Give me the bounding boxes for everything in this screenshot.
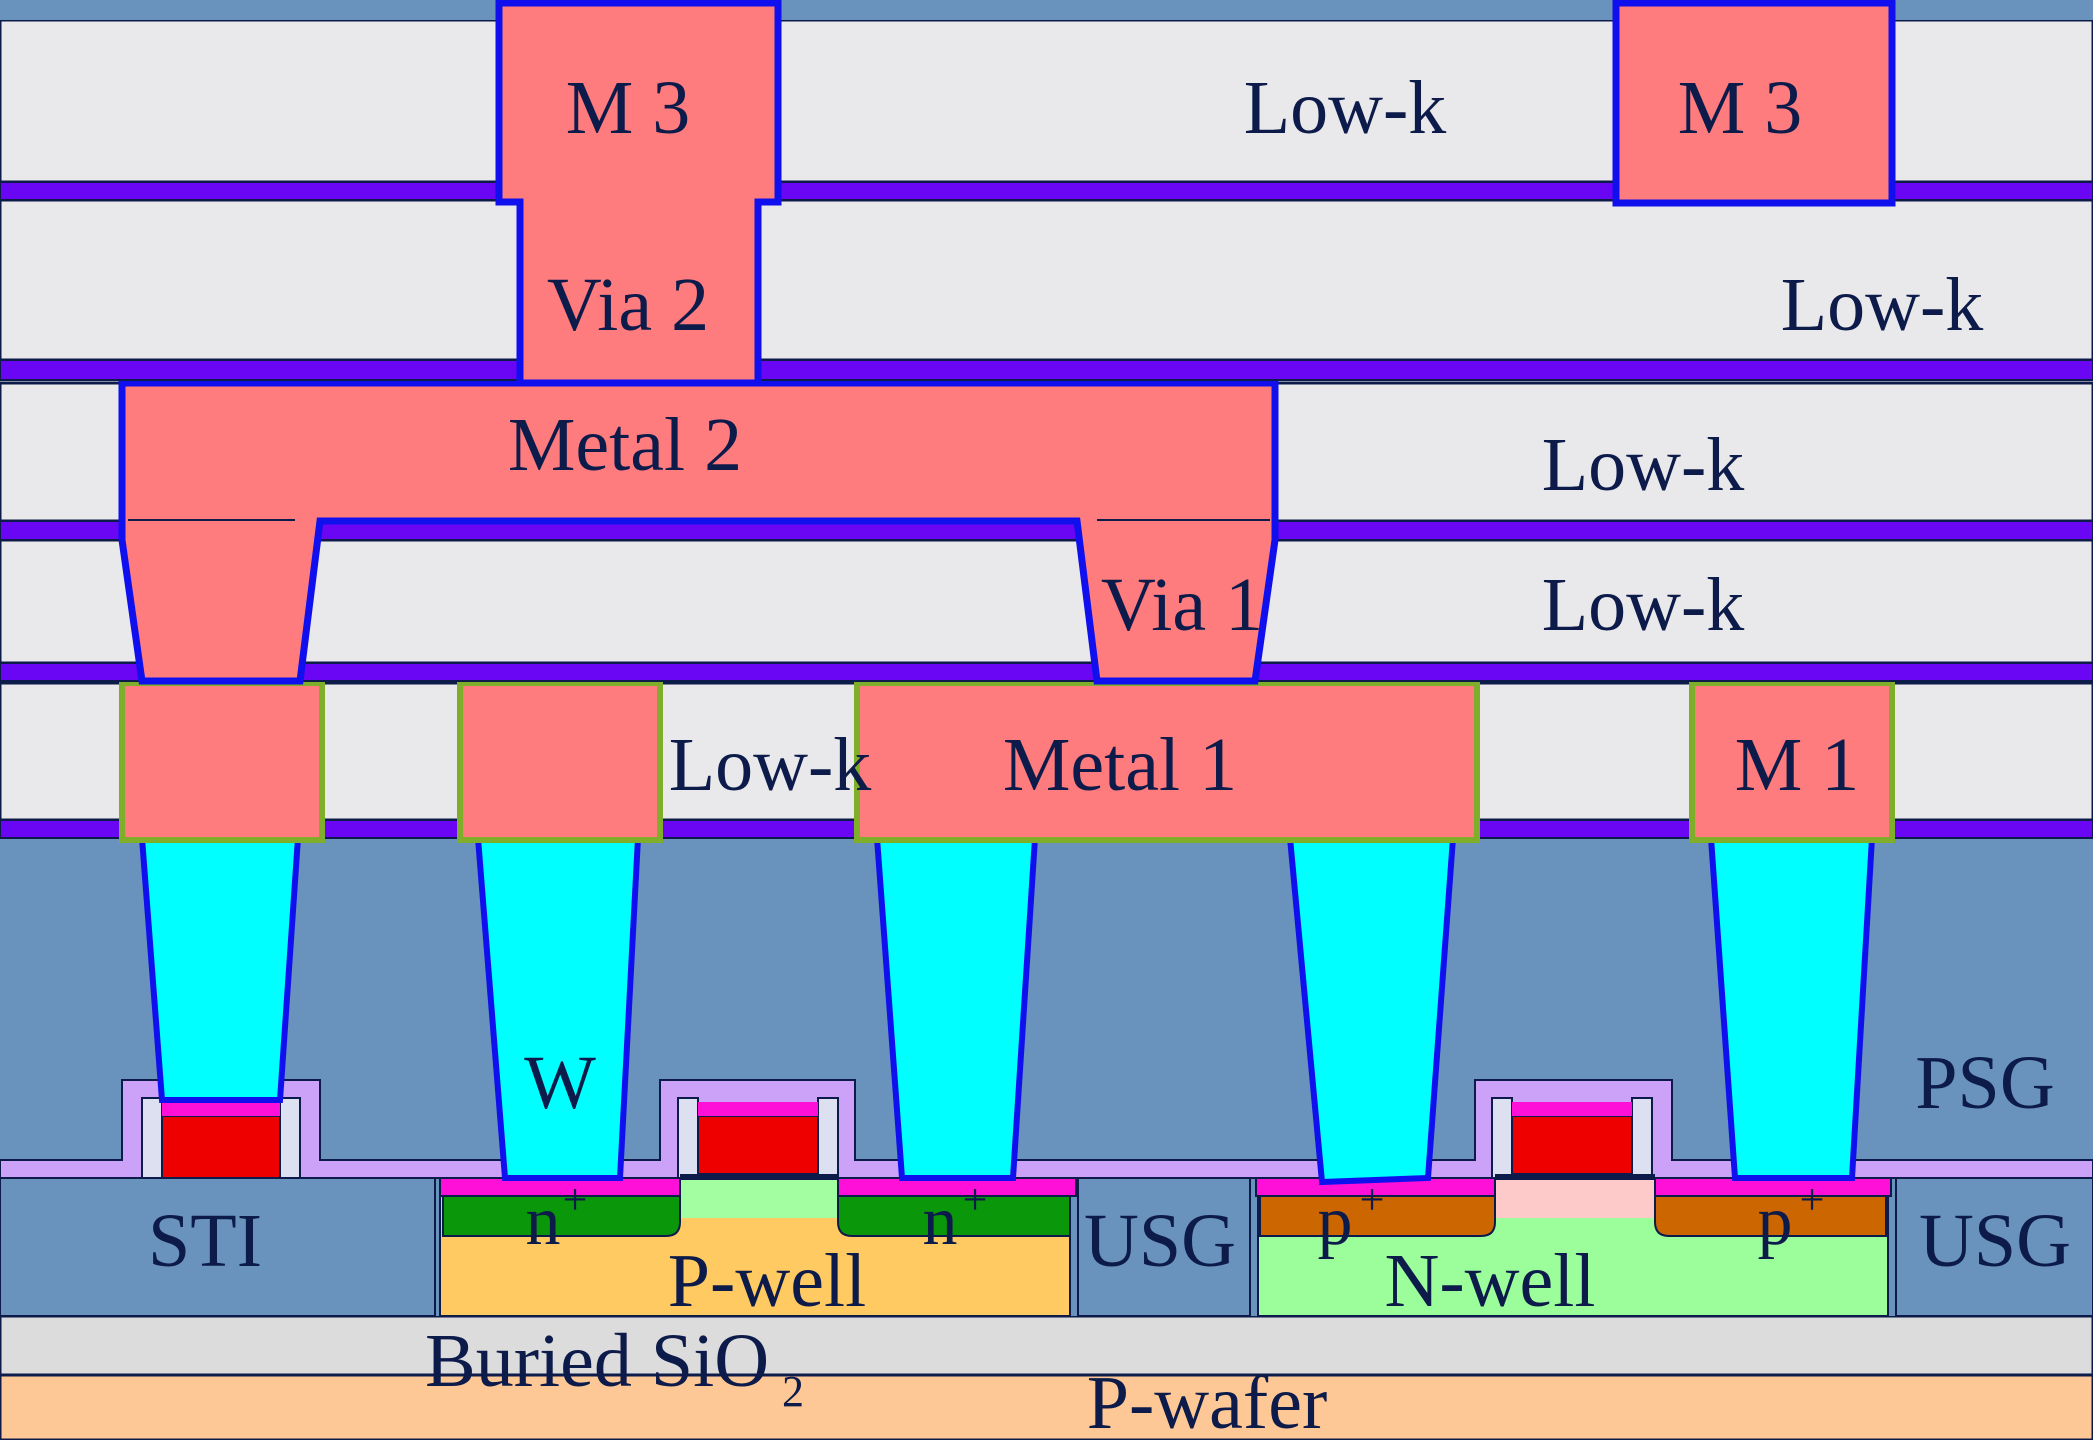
- usg-mid-region: [1077, 1175, 1251, 1317]
- lowk-via2-layer: [0, 198, 2093, 362]
- tungsten-plug-1: [138, 835, 302, 1103]
- pmos-gate-oxide: [1495, 1174, 1655, 1180]
- label-lowk-via2: Low-k: [1781, 263, 1984, 347]
- label-m1: M 1: [1735, 723, 1860, 807]
- label-buried-oxide-text: Buried SiO: [425, 1319, 769, 1403]
- label-psg: PSG: [1915, 1041, 2054, 1125]
- label-p-wafer: P-wafer: [1087, 1361, 1328, 1440]
- label-n-plus-right-text: n: [923, 1183, 958, 1260]
- label-n-plus-right: n +: [923, 1175, 988, 1260]
- m1-segment-4: [1689, 680, 1895, 843]
- label-lowk-m2: Low-k: [1542, 423, 1745, 507]
- label-buried-oxide: Buried SiO 2: [425, 1319, 804, 1416]
- label-lowk-via1: Low-k: [1542, 563, 1745, 647]
- label-m3-right: M 3: [1678, 66, 1803, 150]
- buried-oxide-layer: [0, 1314, 2093, 1377]
- sti-region: [0, 1175, 436, 1317]
- usg-right-region: [1895, 1175, 2093, 1317]
- label-p-plus-right: p +: [1758, 1175, 1825, 1260]
- label-buried-oxide-sub: 2: [782, 1367, 804, 1416]
- label-p-plus-left-sup: +: [1360, 1175, 1385, 1224]
- gate-sti-silicide: [162, 1102, 280, 1116]
- label-n-well: N-well: [1384, 1239, 1595, 1323]
- tungsten-plug-2: [474, 835, 642, 1181]
- label-p-plus-right-text: p: [1758, 1183, 1793, 1260]
- pmos-gate-silicide: [1512, 1102, 1632, 1116]
- metal1-segment: [854, 680, 1480, 843]
- label-p-plus-left: p +: [1318, 1175, 1385, 1260]
- barrier-via2-bottom: [0, 359, 2093, 381]
- m1-segment-1: [119, 680, 325, 843]
- label-p-plus-left-text: p: [1318, 1183, 1353, 1260]
- label-via2: Via 2: [547, 263, 709, 347]
- label-usg-mid: USG: [1084, 1199, 1236, 1283]
- label-n-plus-left-text: n: [526, 1183, 561, 1260]
- m1-segment-2: [457, 680, 663, 843]
- p-wafer-layer: [0, 1373, 2093, 1440]
- label-lowk-m1: Low-k: [669, 723, 872, 807]
- pmos-gate-sidewall-left: [1491, 1097, 1513, 1179]
- label-n-plus-right-sup: +: [963, 1175, 988, 1224]
- label-via1: Via 1: [1101, 563, 1263, 647]
- pmos-channel: [1495, 1180, 1655, 1218]
- nmos-gate-silicide: [698, 1102, 818, 1116]
- p-plus-left-diffusion: [1259, 1195, 1496, 1237]
- tungsten-plug-3: [873, 835, 1039, 1181]
- label-sti: STI: [148, 1199, 262, 1283]
- label-metal1: Metal 1: [1003, 723, 1237, 807]
- label-lowk-m3: Low-k: [1244, 66, 1447, 150]
- label-metal2: Metal 2: [508, 403, 742, 487]
- label-m3-left: M 3: [566, 66, 691, 150]
- n-plus-right-diffusion: [837, 1195, 1071, 1237]
- metal2-via1-structure: [118, 379, 1279, 685]
- nmos-gate-sidewall-right: [817, 1097, 839, 1179]
- gate-sti-poly: [161, 1115, 281, 1179]
- label-n-plus-left-sup: +: [563, 1175, 588, 1224]
- barrier-via1-bottom: [0, 662, 2093, 682]
- label-w: W: [524, 1041, 596, 1125]
- m3-right-segment: [1612, 0, 1896, 207]
- pmos-gate-sidewall-right: [1631, 1097, 1653, 1179]
- label-p-well: P-well: [668, 1239, 866, 1323]
- tungsten-plug-5: [1707, 835, 1876, 1181]
- pmos-gate-poly: [1511, 1115, 1633, 1175]
- gate-sti-sidewall-left: [141, 1097, 163, 1179]
- label-n-plus-left: n +: [526, 1175, 588, 1260]
- m3-via2-structure: [495, 0, 782, 387]
- nmos-gate-oxide: [680, 1174, 838, 1180]
- label-usg-right: USG: [1919, 1199, 2071, 1283]
- n-plus-left-diffusion: [442, 1195, 681, 1237]
- p-plus-right-diffusion: [1654, 1195, 1887, 1237]
- gate-sti-sidewall-right: [279, 1097, 301, 1179]
- tungsten-plug-4: [1286, 835, 1457, 1186]
- label-p-plus-right-sup: +: [1800, 1175, 1825, 1224]
- nmos-gate-sidewall-left: [677, 1097, 699, 1179]
- nmos-gate-poly: [697, 1115, 819, 1175]
- nmos-channel: [680, 1180, 840, 1218]
